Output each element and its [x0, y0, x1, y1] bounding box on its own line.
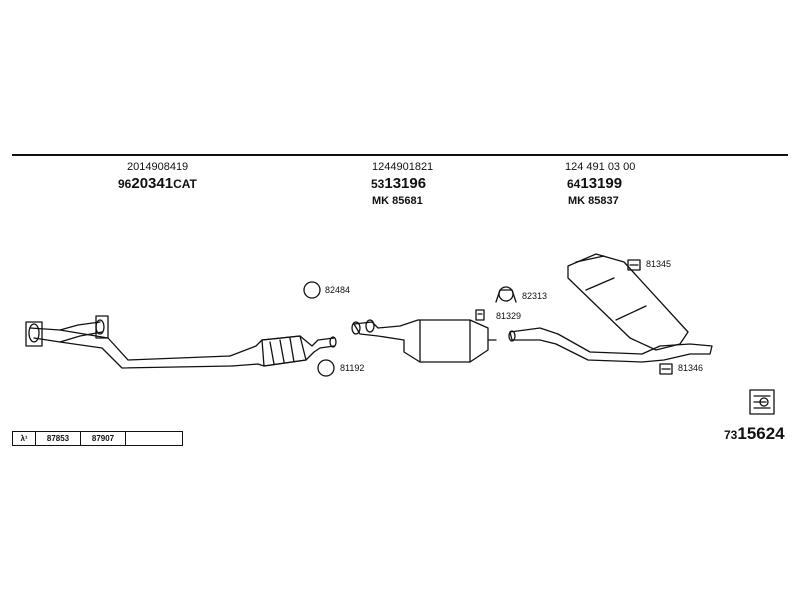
part3-number: 13199 [580, 175, 623, 192]
part2-oe-number: 1244901821 [372, 161, 434, 173]
part3-article-number: 6413199 [567, 176, 622, 192]
part1-article-number: 9620341CAT [118, 176, 197, 192]
callout-81345: 81345 [646, 259, 672, 269]
part1-oe-number: 2014908419 [127, 161, 189, 173]
rubber-hanger-icon [627, 259, 641, 271]
callout-82484: 82484 [325, 285, 351, 295]
front-pipe [25, 315, 233, 369]
ref-cell: 87907 [81, 432, 126, 445]
clamp-icon [495, 286, 517, 303]
document-number-main: 15624 [737, 424, 785, 443]
part3-oe-number: 124 491 03 00 [565, 161, 636, 173]
part2-article-number: 5313196 [371, 176, 426, 192]
part1-suffix: CAT [173, 177, 197, 191]
callout-81329: 81329 [496, 311, 522, 321]
document-number-prefix: 73 [724, 428, 738, 442]
catalytic-converter [229, 335, 337, 367]
part1-prefix: 96 [118, 177, 132, 191]
callout-82313: 82313 [522, 291, 548, 301]
rubber-hanger-icon [659, 363, 673, 375]
rear-silencer [508, 253, 713, 363]
part3-prefix: 64 [567, 177, 581, 191]
top-rule [12, 154, 788, 156]
ring-gasket-icon [303, 281, 321, 299]
ref-cell [126, 432, 182, 445]
centre-silencer [351, 319, 497, 363]
hanger-icon [475, 309, 485, 321]
callout-81192: 81192 [340, 363, 365, 373]
ref-cell: 87853 [36, 432, 81, 445]
part1-number: 20341 [131, 175, 174, 192]
reference-table: λ¹ 87853 87907 [12, 431, 183, 446]
document-number: 7315624 [724, 424, 785, 444]
catalogue-stamp-icon [749, 389, 775, 415]
lambda-cell: λ¹ [13, 432, 36, 445]
part2-mk-number: MK 85681 [372, 195, 423, 207]
part2-prefix: 53 [371, 177, 385, 191]
ring-gasket-icon [317, 359, 335, 377]
part2-number: 13196 [384, 175, 427, 192]
callout-81346: 81346 [678, 363, 704, 373]
part3-mk-number: MK 85837 [568, 195, 619, 207]
